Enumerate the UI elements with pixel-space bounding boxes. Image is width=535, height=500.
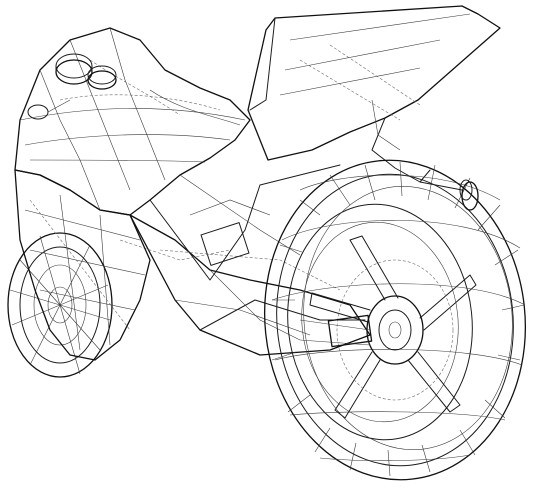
- front-wheel: [7, 232, 113, 378]
- rear-axle: [299, 314, 373, 348]
- tail-cowl: [247, 5, 501, 183]
- lower-fairing: [14, 169, 151, 361]
- rear-footpeg: [419, 179, 479, 211]
- fuel-tank-fairing: [14, 27, 251, 216]
- filler-caps: [27, 53, 117, 120]
- rear-wheel: [263, 159, 527, 481]
